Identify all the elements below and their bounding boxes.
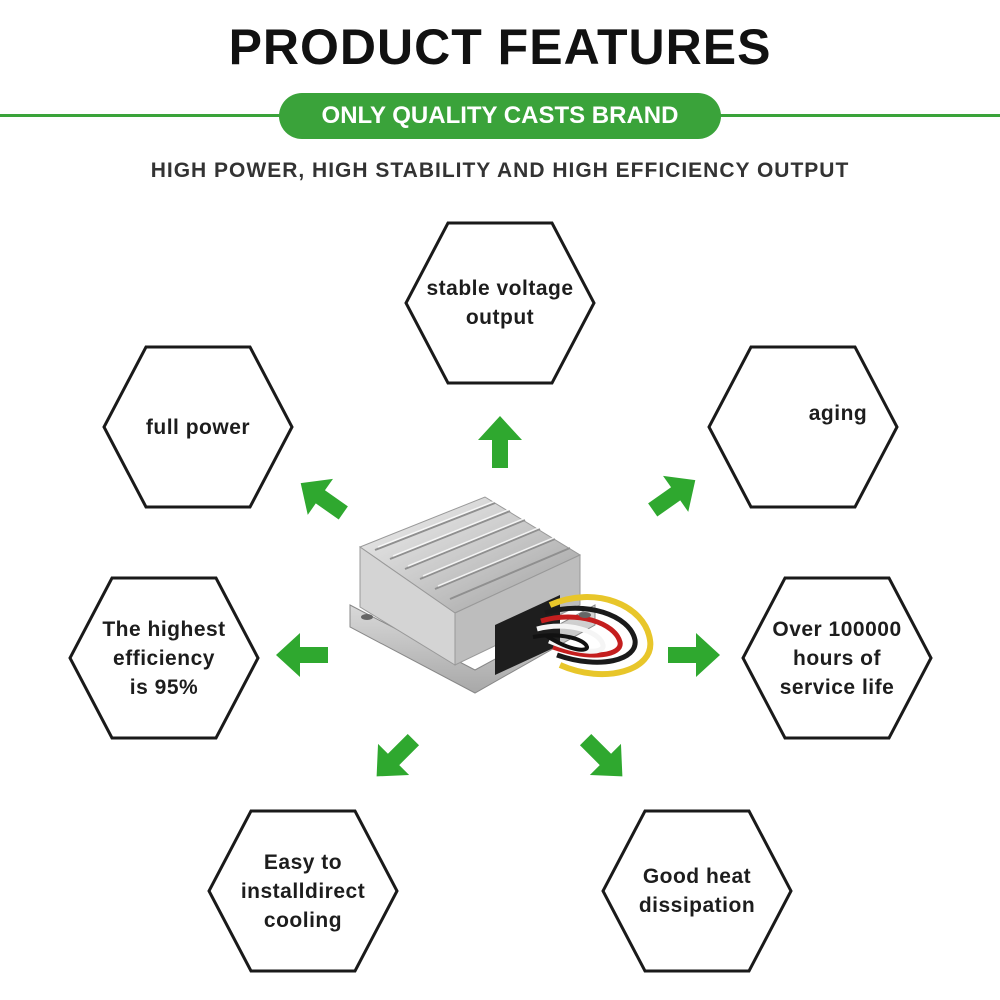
feature-hex-upper-right: aging bbox=[706, 344, 900, 510]
feature-label-easy-install: Easy to installdirect cooling bbox=[240, 850, 366, 932]
arrow-left-icon bbox=[276, 633, 328, 677]
page-title: PRODUCT FEATURES bbox=[228, 19, 772, 75]
feature-hex-mid-right: Over 100000 hours of service life bbox=[740, 575, 934, 741]
arrow-down-left-icon bbox=[376, 733, 420, 777]
feature-label-full-power: full power bbox=[145, 415, 251, 439]
product-image bbox=[349, 496, 654, 694]
arrow-down-right-icon bbox=[579, 733, 623, 777]
arrow-up-icon bbox=[478, 416, 522, 468]
subtitle: HIGH POWER, HIGH STABILITY AND HIGH EFFI… bbox=[150, 159, 850, 182]
feature-label-stable-voltage: stable voltage output bbox=[426, 277, 574, 329]
arrow-right-icon bbox=[668, 633, 720, 677]
arrow-up-right-icon bbox=[648, 475, 696, 517]
feature-label-efficiency: The highest efficiency is 95% bbox=[102, 617, 226, 699]
feature-hex-bottom-left: Easy to installdirect cooling bbox=[206, 808, 400, 974]
feature-label-service-life: Over 100000 hours of service life bbox=[772, 617, 902, 699]
arrow-up-left-icon bbox=[300, 478, 348, 520]
feature-hex-upper-left: full power bbox=[101, 344, 295, 510]
feature-label-aging: aging bbox=[808, 401, 868, 425]
feature-label-heat-dissipation: Good heat dissipation bbox=[638, 865, 756, 917]
feature-hex-bottom-right: Good heat dissipation bbox=[600, 808, 794, 974]
feature-hex-mid-left: The highest efficiency is 95% bbox=[67, 575, 261, 741]
brand-pill: ONLY QUALITY CASTS BRAND bbox=[279, 93, 721, 139]
feature-hex-top: stable voltage output bbox=[403, 220, 597, 386]
